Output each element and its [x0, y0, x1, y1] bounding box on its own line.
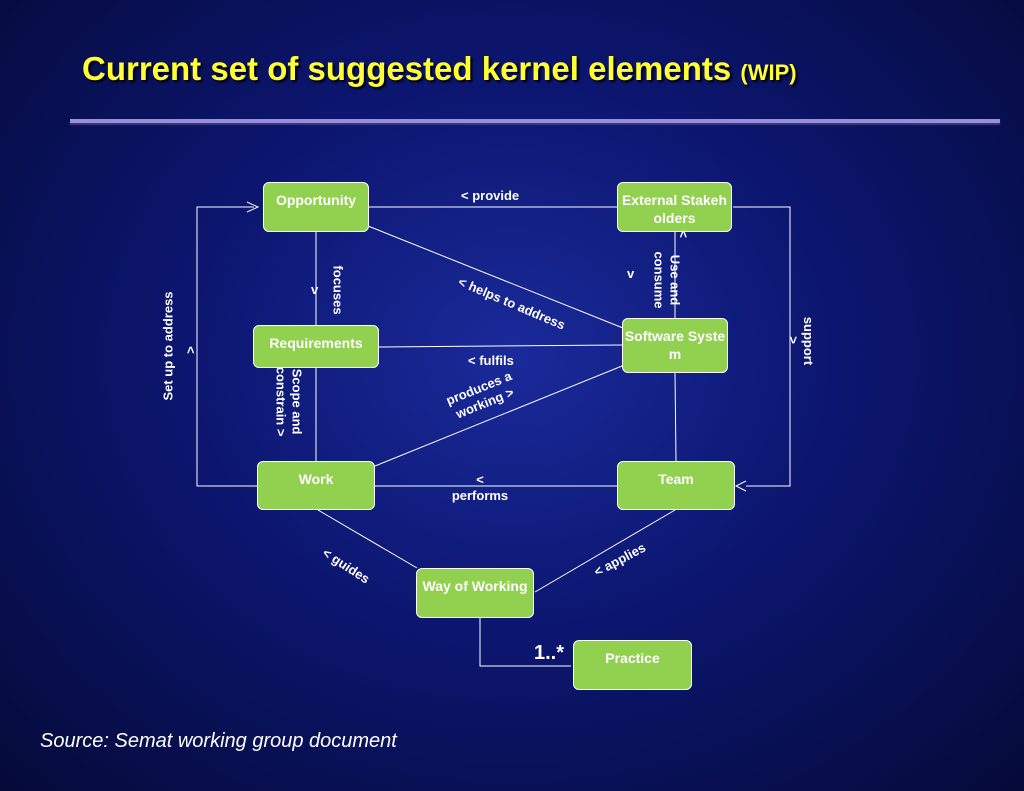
node-way-of-working[interactable]: Way of Working [416, 568, 534, 618]
edge-helps-address [367, 225, 624, 329]
edge-fulfils [377, 344, 623, 348]
label-support-arrow: > [785, 336, 801, 344]
node-software-system[interactable]: Software System [622, 318, 728, 373]
node-external-stakeholders[interactable]: External Stakeholders [617, 182, 732, 232]
label-set-up-arrow: > [182, 346, 198, 354]
edge-set-up [196, 206, 257, 487]
node-opportunity[interactable]: Opportunity [263, 182, 369, 232]
label-provide: < provide [461, 188, 520, 203]
title-main: Current set of suggested kernel elements [82, 50, 732, 87]
node-requirements[interactable]: Requirements [253, 325, 379, 368]
label-support: support [801, 316, 817, 366]
label-focuses: focuses [330, 265, 346, 315]
multiplicity-label: 1..* [534, 642, 565, 664]
label-focuses-arrow: v [311, 282, 319, 297]
edge-produces [374, 365, 623, 467]
label-use-arrow-down: v [627, 266, 635, 281]
node-work[interactable]: Work [257, 461, 375, 510]
label-use-consume: Use and consume [651, 251, 683, 309]
edge-guides [317, 509, 418, 569]
arrowhead-team [734, 480, 747, 492]
label-performs: < performs [451, 472, 509, 503]
edge-support [733, 206, 791, 487]
source-caption: Source: Semat working group document [40, 730, 397, 752]
node-practice[interactable]: Practice [573, 640, 692, 690]
title-divider [70, 119, 1000, 123]
label-scope-and-constrain: Scope and constrain > [273, 366, 305, 437]
node-team[interactable]: Team [617, 461, 735, 510]
edge-system-team [674, 372, 677, 462]
label-fulfils: < fulfils [468, 353, 514, 368]
page-title: Current set of suggested kernel elements… [82, 50, 797, 88]
label-use-arrow: < [675, 230, 691, 238]
arrowhead-opportunity [246, 201, 260, 213]
edge-applies [534, 509, 676, 593]
label-set-up-to-address: Set up to address [160, 291, 176, 401]
title-wip: (WIP) [740, 60, 797, 85]
edge-practice [479, 618, 571, 667]
